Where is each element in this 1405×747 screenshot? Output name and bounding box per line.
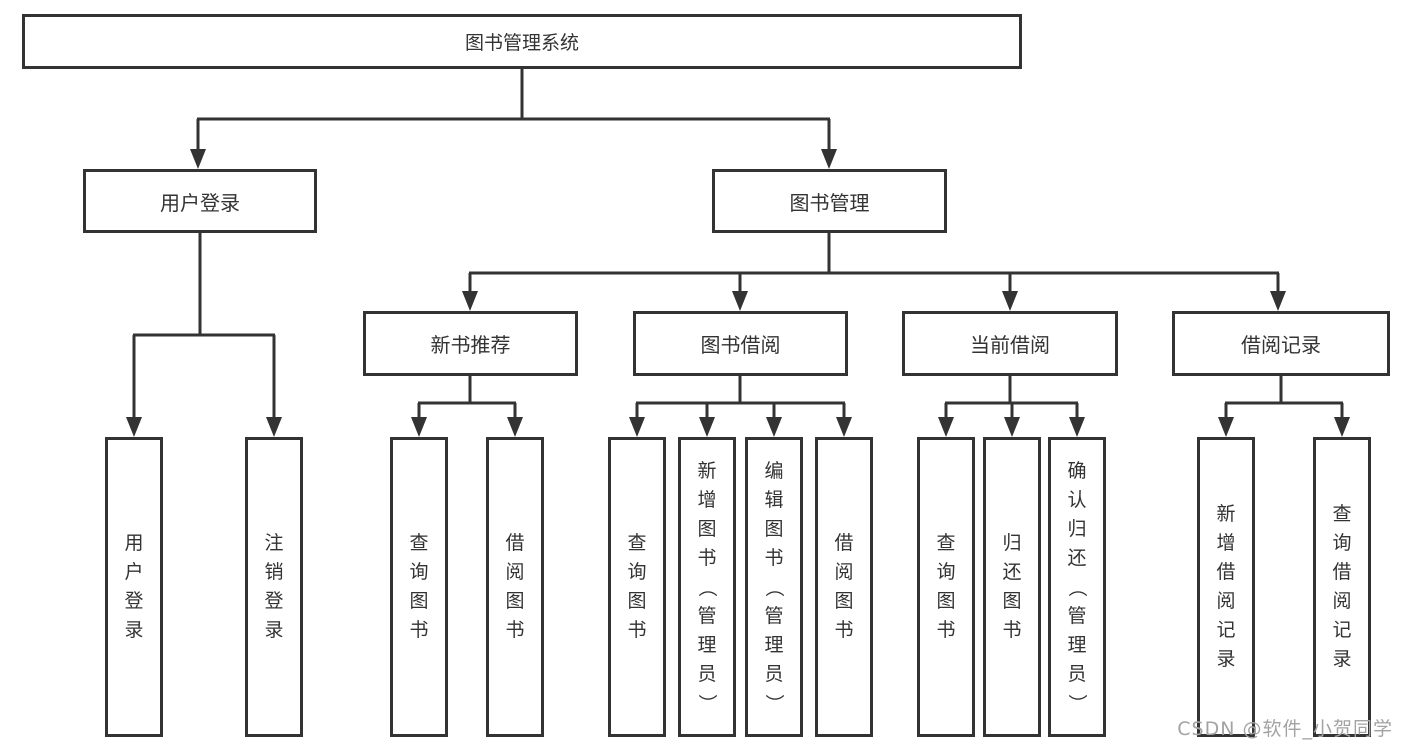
leaf-record-add-borrow-record: 新增借阅记录 [1197,437,1255,737]
leaf-recommend-borrow-books: 借阅图书 [486,437,544,737]
arrowheads [126,149,1350,437]
leaf-user-login: 用户登录 [105,437,163,737]
node-root-library-system: 图书管理系统 [22,14,1022,69]
node-book-borrow: 图书借阅 [633,311,848,376]
leaf-current-confirm-return-admin: 确认归还（管理员） [1048,437,1106,737]
node-book-management: 图书管理 [712,169,947,233]
node-new-book-recommend: 新书推荐 [363,311,578,376]
leaf-borrow-borrow-books: 借阅图书 [815,437,873,737]
leaf-record-query-borrow-record: 查询借阅记录 [1313,437,1371,737]
leaf-borrow-query-books: 查询图书 [608,437,666,737]
node-current-borrow: 当前借阅 [902,311,1118,376]
leaf-recommend-query-books: 查询图书 [390,437,448,737]
node-borrow-record: 借阅记录 [1172,311,1390,376]
csdn-watermark: CSDN @软件_小贺同学 [1177,718,1393,740]
leaf-borrow-edit-books-admin: 编辑图书（管理员） [745,437,803,737]
leaf-current-return-books: 归还图书 [983,437,1041,737]
leaf-current-query-books: 查询图书 [917,437,975,737]
leaf-logout-login: 注销登录 [245,437,303,737]
connector-paths [132,69,1344,419]
leaf-borrow-add-books-admin: 新增图书（管理员） [678,437,736,737]
node-user-login: 用户登录 [83,169,317,233]
